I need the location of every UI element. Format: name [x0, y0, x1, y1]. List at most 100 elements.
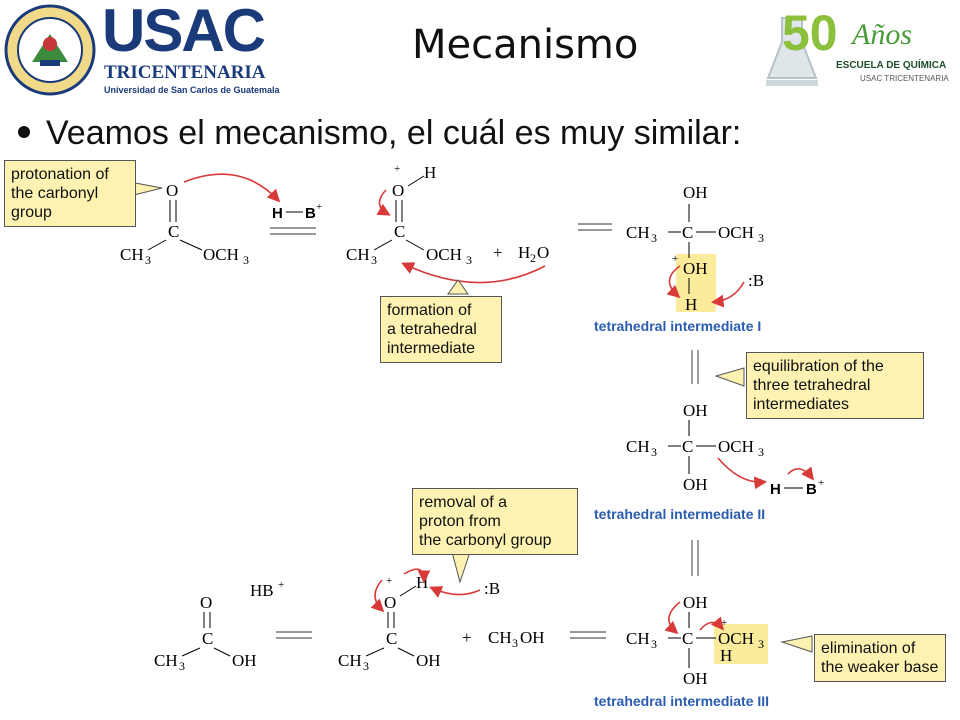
- caption-intermediate-2: tetrahedral intermediate II: [594, 506, 765, 522]
- group-label: :B: [484, 579, 500, 598]
- group-label: CH: [488, 628, 512, 647]
- equilibrium-arrow: [691, 350, 699, 384]
- group-label: OH: [683, 669, 708, 688]
- callout-line: three tetrahedral: [753, 377, 871, 394]
- callout-line: removal of a: [419, 494, 508, 511]
- highlight-box: [714, 624, 768, 664]
- callout-line: the carbonyl group: [419, 532, 552, 549]
- group-label: OCH: [718, 223, 754, 242]
- equilibrium-arrow: [691, 540, 699, 576]
- group-label: CH: [338, 651, 362, 670]
- group-label: OH: [520, 628, 545, 647]
- group-label: CH: [626, 629, 650, 648]
- atom-label: C: [682, 437, 693, 456]
- atom-label: C: [168, 222, 179, 241]
- callout-formation: formation of a tetrahedral intermediate: [380, 296, 502, 363]
- charge-label: +: [672, 253, 678, 265]
- atom-label: C: [202, 629, 213, 648]
- callout-line: protonation of: [11, 166, 109, 183]
- curved-arrow: [699, 616, 725, 631]
- group-label: OH: [683, 259, 708, 278]
- atom-label: C: [386, 629, 397, 648]
- atom-label: O: [537, 243, 549, 262]
- curved-arrow: [664, 601, 681, 635]
- subscript-label: 3: [651, 445, 657, 459]
- logo-name: USAC: [102, 0, 266, 64]
- group-label: OCH: [718, 437, 754, 456]
- group-label: H: [518, 243, 530, 262]
- curved-arrow: [401, 262, 546, 284]
- page-title: Mecanismo: [412, 22, 639, 68]
- curved-arrow: [429, 586, 481, 598]
- atom-label: H: [720, 646, 732, 665]
- logo-escuela-quimica: 50 Años ESCUELA DE QUÍMICA USAC TRICENTE…: [756, 4, 956, 96]
- anniversary-number: 50: [782, 5, 838, 61]
- atom-label: H: [416, 573, 428, 592]
- subscript-label: 2: [530, 251, 536, 265]
- university-seal-icon: [4, 4, 96, 96]
- bullet-text: Veamos el mecanismo, el cuál es muy simi…: [46, 114, 742, 152]
- atom-label: H: [272, 205, 283, 222]
- anniversary-word: Años: [852, 18, 912, 51]
- group-label: OH: [683, 401, 708, 420]
- atom-label: O: [384, 593, 396, 612]
- callout-line: elimination of: [821, 640, 916, 657]
- curved-arrow: [710, 281, 745, 308]
- callout-line: a tetrahedral: [387, 321, 477, 338]
- charge-label: +: [278, 579, 284, 591]
- callout-line: proton from: [419, 513, 501, 530]
- subscript-label: 3: [145, 253, 151, 267]
- group-label: OH: [683, 593, 708, 612]
- caption-intermediate-1: tetrahedral intermediate I: [594, 318, 761, 334]
- logo-university: Universidad de San Carlos de Guatemala: [104, 85, 280, 95]
- subscript-label: 3: [651, 231, 657, 245]
- callout-line: intermediate: [387, 340, 476, 357]
- atom-label: H: [685, 295, 697, 314]
- curved-arrow: [403, 568, 431, 584]
- atom-label: O: [166, 181, 178, 200]
- school-name: ESCUELA DE QUÍMICA: [836, 60, 947, 71]
- callout-pointer: [714, 367, 745, 387]
- logo-usac: USAC TRICENTENARIA Universidad de San Ca…: [4, 0, 294, 96]
- bullet-dot: [18, 126, 30, 139]
- callout-pointer: [780, 635, 813, 653]
- curved-arrow: [183, 173, 281, 203]
- highlight-box: [676, 254, 716, 312]
- subscript-label: 3: [466, 253, 472, 267]
- atom-label: C: [394, 222, 405, 241]
- subscript-label: 3: [363, 659, 369, 673]
- callout-pointer: [447, 279, 469, 295]
- school-subname: USAC TRICENTENARIA: [860, 74, 949, 83]
- charge-label: +: [394, 163, 400, 175]
- caption-intermediate-3: tetrahedral intermediate III: [594, 693, 769, 709]
- curved-arrow: [376, 189, 391, 216]
- callout-line: intermediates: [753, 396, 850, 413]
- operator-label: +: [462, 628, 472, 647]
- subscript-label: 3: [758, 231, 764, 245]
- group-label: OCH: [426, 245, 462, 264]
- callout-elimination: elimination of the weaker base: [814, 634, 946, 682]
- callout-removal: removal of a proton from the carbonyl gr…: [412, 488, 578, 555]
- subscript-label: 3: [179, 659, 185, 673]
- atom-label: O: [392, 181, 404, 200]
- group-label: OCH: [203, 245, 239, 264]
- group-label: OH: [416, 651, 441, 670]
- curved-arrow: [666, 265, 681, 299]
- charge-label: +: [316, 201, 322, 213]
- atom-label: H: [770, 481, 781, 498]
- group-label: CH: [120, 245, 144, 264]
- charge-label: +: [818, 477, 824, 489]
- group-label: OH: [683, 183, 708, 202]
- group-label: CH: [346, 245, 370, 264]
- subscript-label: 3: [243, 253, 249, 267]
- curved-arrow: [717, 457, 768, 490]
- subscript-label: 3: [512, 636, 518, 650]
- callout-equilibration: equilibration of the three tetrahedral i…: [746, 352, 924, 419]
- subscript-label: 3: [758, 637, 764, 651]
- charge-label: +: [721, 617, 727, 629]
